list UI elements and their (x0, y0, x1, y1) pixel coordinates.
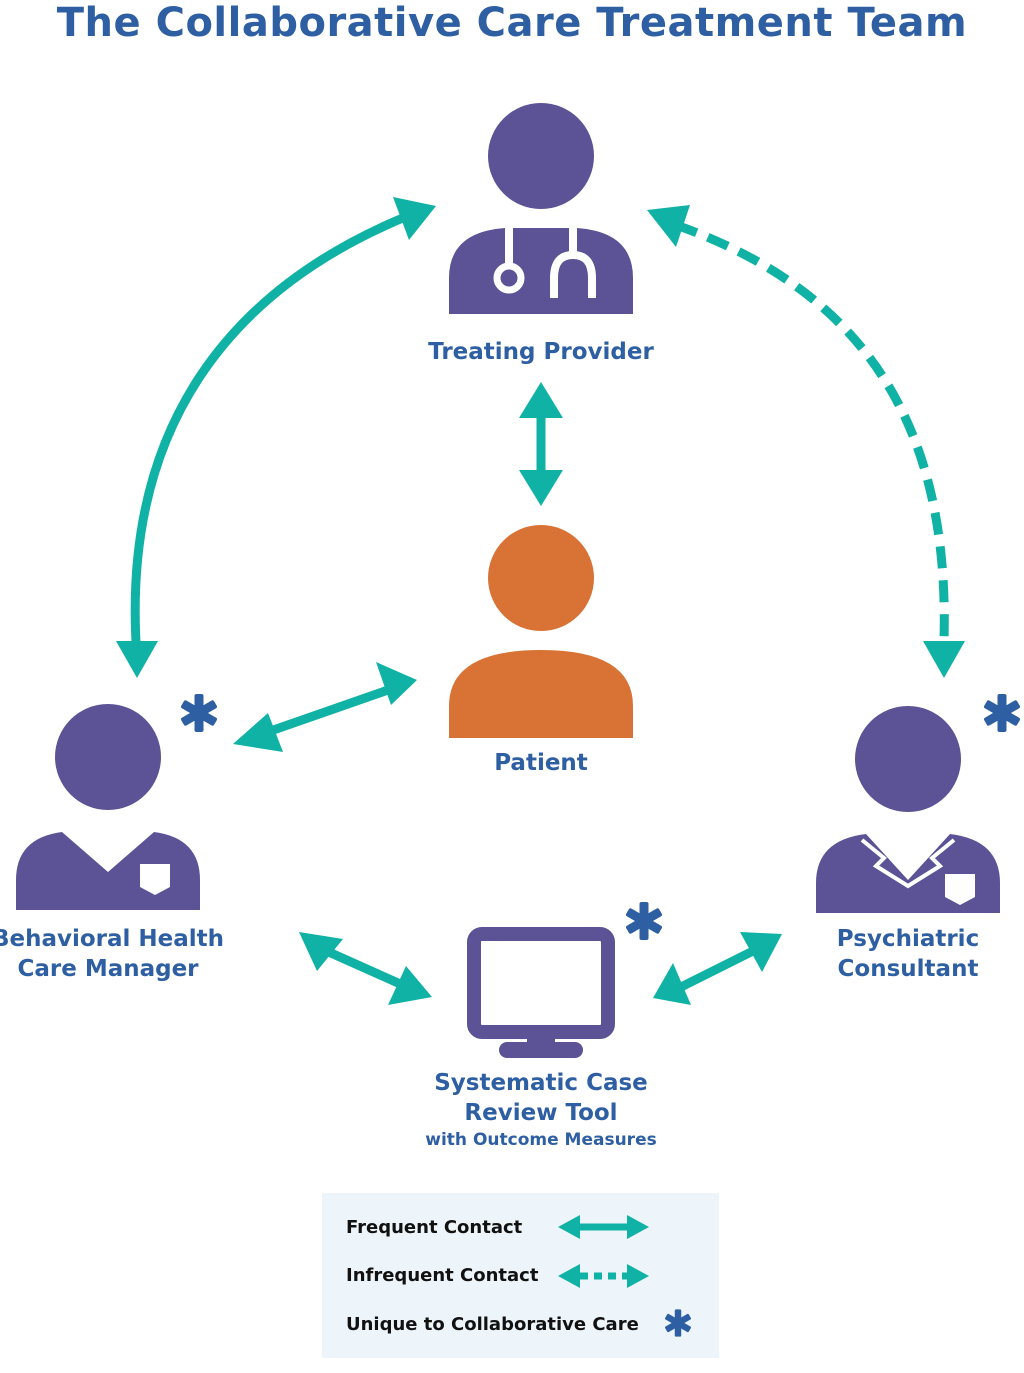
arrow-provider-patient (519, 382, 563, 506)
legend-frequent-label: Frequent Contact (346, 1217, 523, 1238)
legend-unique-label: Unique to Collaborative Care (346, 1314, 639, 1335)
arrow-provider-caremanager (116, 197, 436, 678)
label-case-review-tool: Systematic Case Review Tool with Outcome… (381, 1068, 701, 1152)
case-review-label-line2: Review Tool (464, 1100, 618, 1126)
label-psychiatric-consultant: Psychiatric Consultant (808, 924, 1008, 984)
patient-icon (449, 525, 633, 738)
legend: Frequent Contact Infrequent Contact Uniq… (322, 1193, 719, 1358)
consultant-label-line1: Psychiatric (836, 926, 980, 952)
legend-frequent-arrow (558, 1215, 649, 1239)
care-manager-label-line2: Care Manager (17, 956, 199, 982)
monitor-icon (467, 927, 615, 1058)
care-manager-label-line1: Behavioral Health (0, 926, 225, 952)
care-manager-icon (16, 704, 200, 910)
case-review-label-line1: Systematic Case (434, 1070, 648, 1096)
legend-infrequent-arrow (558, 1264, 649, 1288)
arrow-tool-consultant (653, 932, 782, 1005)
treating-provider-label: Treating Provider (428, 339, 654, 365)
case-review-label-sub: with Outcome Measures (425, 1130, 657, 1150)
legend-asterisk-icon (665, 1309, 691, 1337)
consultant-label-line2: Consultant (837, 956, 979, 982)
arrow-patient-caremanager (233, 662, 417, 752)
label-care-manager: Behavioral Health Care Manager (0, 924, 238, 984)
patient-label: Patient (494, 750, 588, 776)
label-patient: Patient (441, 748, 641, 778)
consultant-icon (816, 706, 1000, 913)
page-title: The Collaborative Care Treatment Team (56, 0, 968, 46)
legend-symbols (558, 1215, 691, 1337)
arrow-caremanager-tool (299, 932, 432, 1005)
arrow-provider-consultant-dashed (647, 205, 965, 678)
doctor-icon (449, 103, 633, 314)
label-treating-provider: Treating Provider (391, 337, 691, 367)
legend-infrequent-label: Infrequent Contact (346, 1265, 539, 1286)
